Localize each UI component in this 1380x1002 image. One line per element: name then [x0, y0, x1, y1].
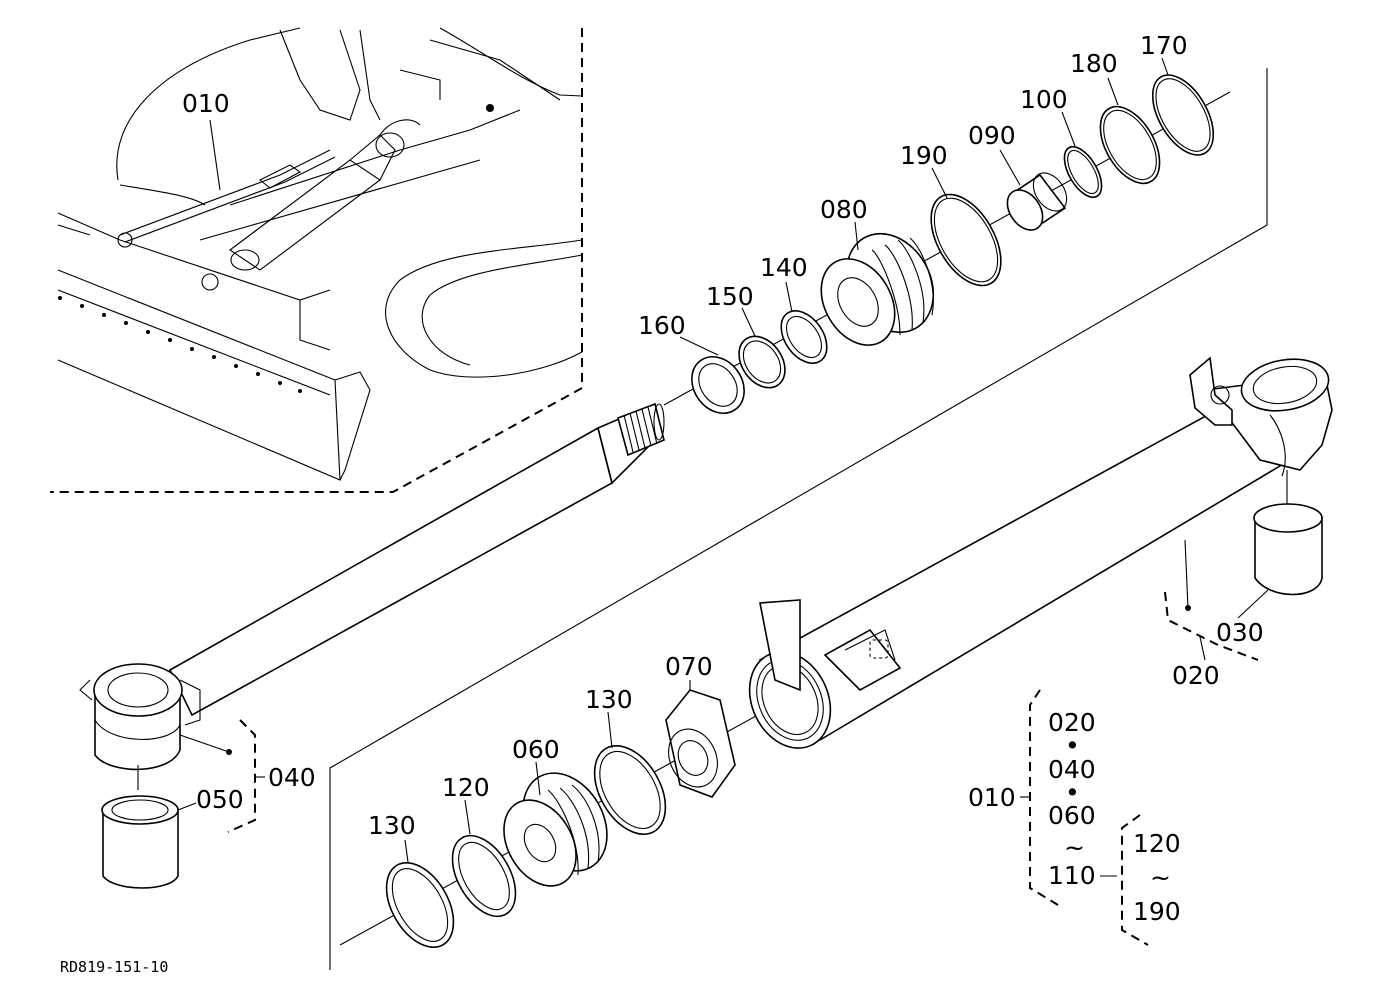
- callout-040: 040: [268, 763, 316, 792]
- seal-120: 120: [442, 773, 517, 918]
- seal-190: 190: [900, 141, 1002, 287]
- kit-separator-3: ~: [1064, 833, 1085, 862]
- callout-100: 100: [1020, 85, 1068, 114]
- callout-190: 190: [900, 141, 948, 170]
- kit-sub-to-190: 190: [1133, 897, 1181, 926]
- callout-180: 180: [1070, 49, 1118, 78]
- kit-sub-tilde: ~: [1150, 863, 1171, 892]
- callout-060: 060: [512, 735, 560, 764]
- piston-060: 060: [503, 735, 608, 887]
- callout-140: 140: [760, 253, 808, 282]
- callout-130-lower: 130: [368, 811, 416, 840]
- cylinder-tube-020: 020: [748, 356, 1333, 749]
- callout-050: 050: [196, 785, 244, 814]
- ring-180: 180: [1070, 49, 1161, 185]
- rod-eye: [79, 663, 201, 771]
- rod-thread: [617, 402, 665, 457]
- callout-120: 120: [442, 773, 490, 802]
- callout-020: 020: [1172, 661, 1220, 690]
- callout-070: 070: [665, 652, 713, 681]
- bushing-090: 090: [968, 121, 1068, 231]
- nut-070: 070: [665, 652, 736, 798]
- callout-150: 150: [706, 282, 754, 311]
- kit-sub-from-120: 120: [1133, 829, 1181, 858]
- gland-080: 080: [820, 195, 935, 346]
- kit-item-020: 020: [1048, 708, 1096, 737]
- piston-rod-040: 040: [79, 402, 665, 833]
- callout-010-inset: 010: [182, 89, 230, 118]
- bushing-050: 050: [101, 785, 244, 889]
- callout-160: 160: [638, 311, 686, 340]
- kit-separator-2: •: [1065, 778, 1080, 807]
- kit-item-110: 110: [1048, 861, 1096, 890]
- ring-130-lower: 130: [368, 811, 455, 949]
- ring-150: 150: [706, 282, 786, 389]
- kit-separator-1: •: [1065, 731, 1080, 760]
- callout-170: 170: [1140, 31, 1188, 60]
- drawing-code: RD819-151-10: [60, 958, 168, 976]
- ring-170: 170: [1140, 31, 1215, 156]
- kit-parent-010: 010: [968, 783, 1016, 812]
- ring-130-upper: 130: [585, 685, 667, 835]
- kit-legend: 010 020 • 040 • 060 ~ 110 120 ~ 190: [968, 689, 1181, 946]
- kit-item-040: 040: [1048, 755, 1096, 784]
- kit-item-060: 060: [1048, 801, 1096, 830]
- ring-140: 140: [760, 253, 828, 364]
- bushing-030: 030: [1216, 470, 1323, 647]
- callout-090: 090: [968, 121, 1016, 150]
- seal-160: 160: [638, 311, 745, 414]
- callout-030: 030: [1216, 618, 1264, 647]
- snap-ring-100: 100: [1020, 85, 1103, 199]
- callout-130-upper: 130: [585, 685, 633, 714]
- callout-080: 080: [820, 195, 868, 224]
- machine-inset: 010: [50, 27, 583, 493]
